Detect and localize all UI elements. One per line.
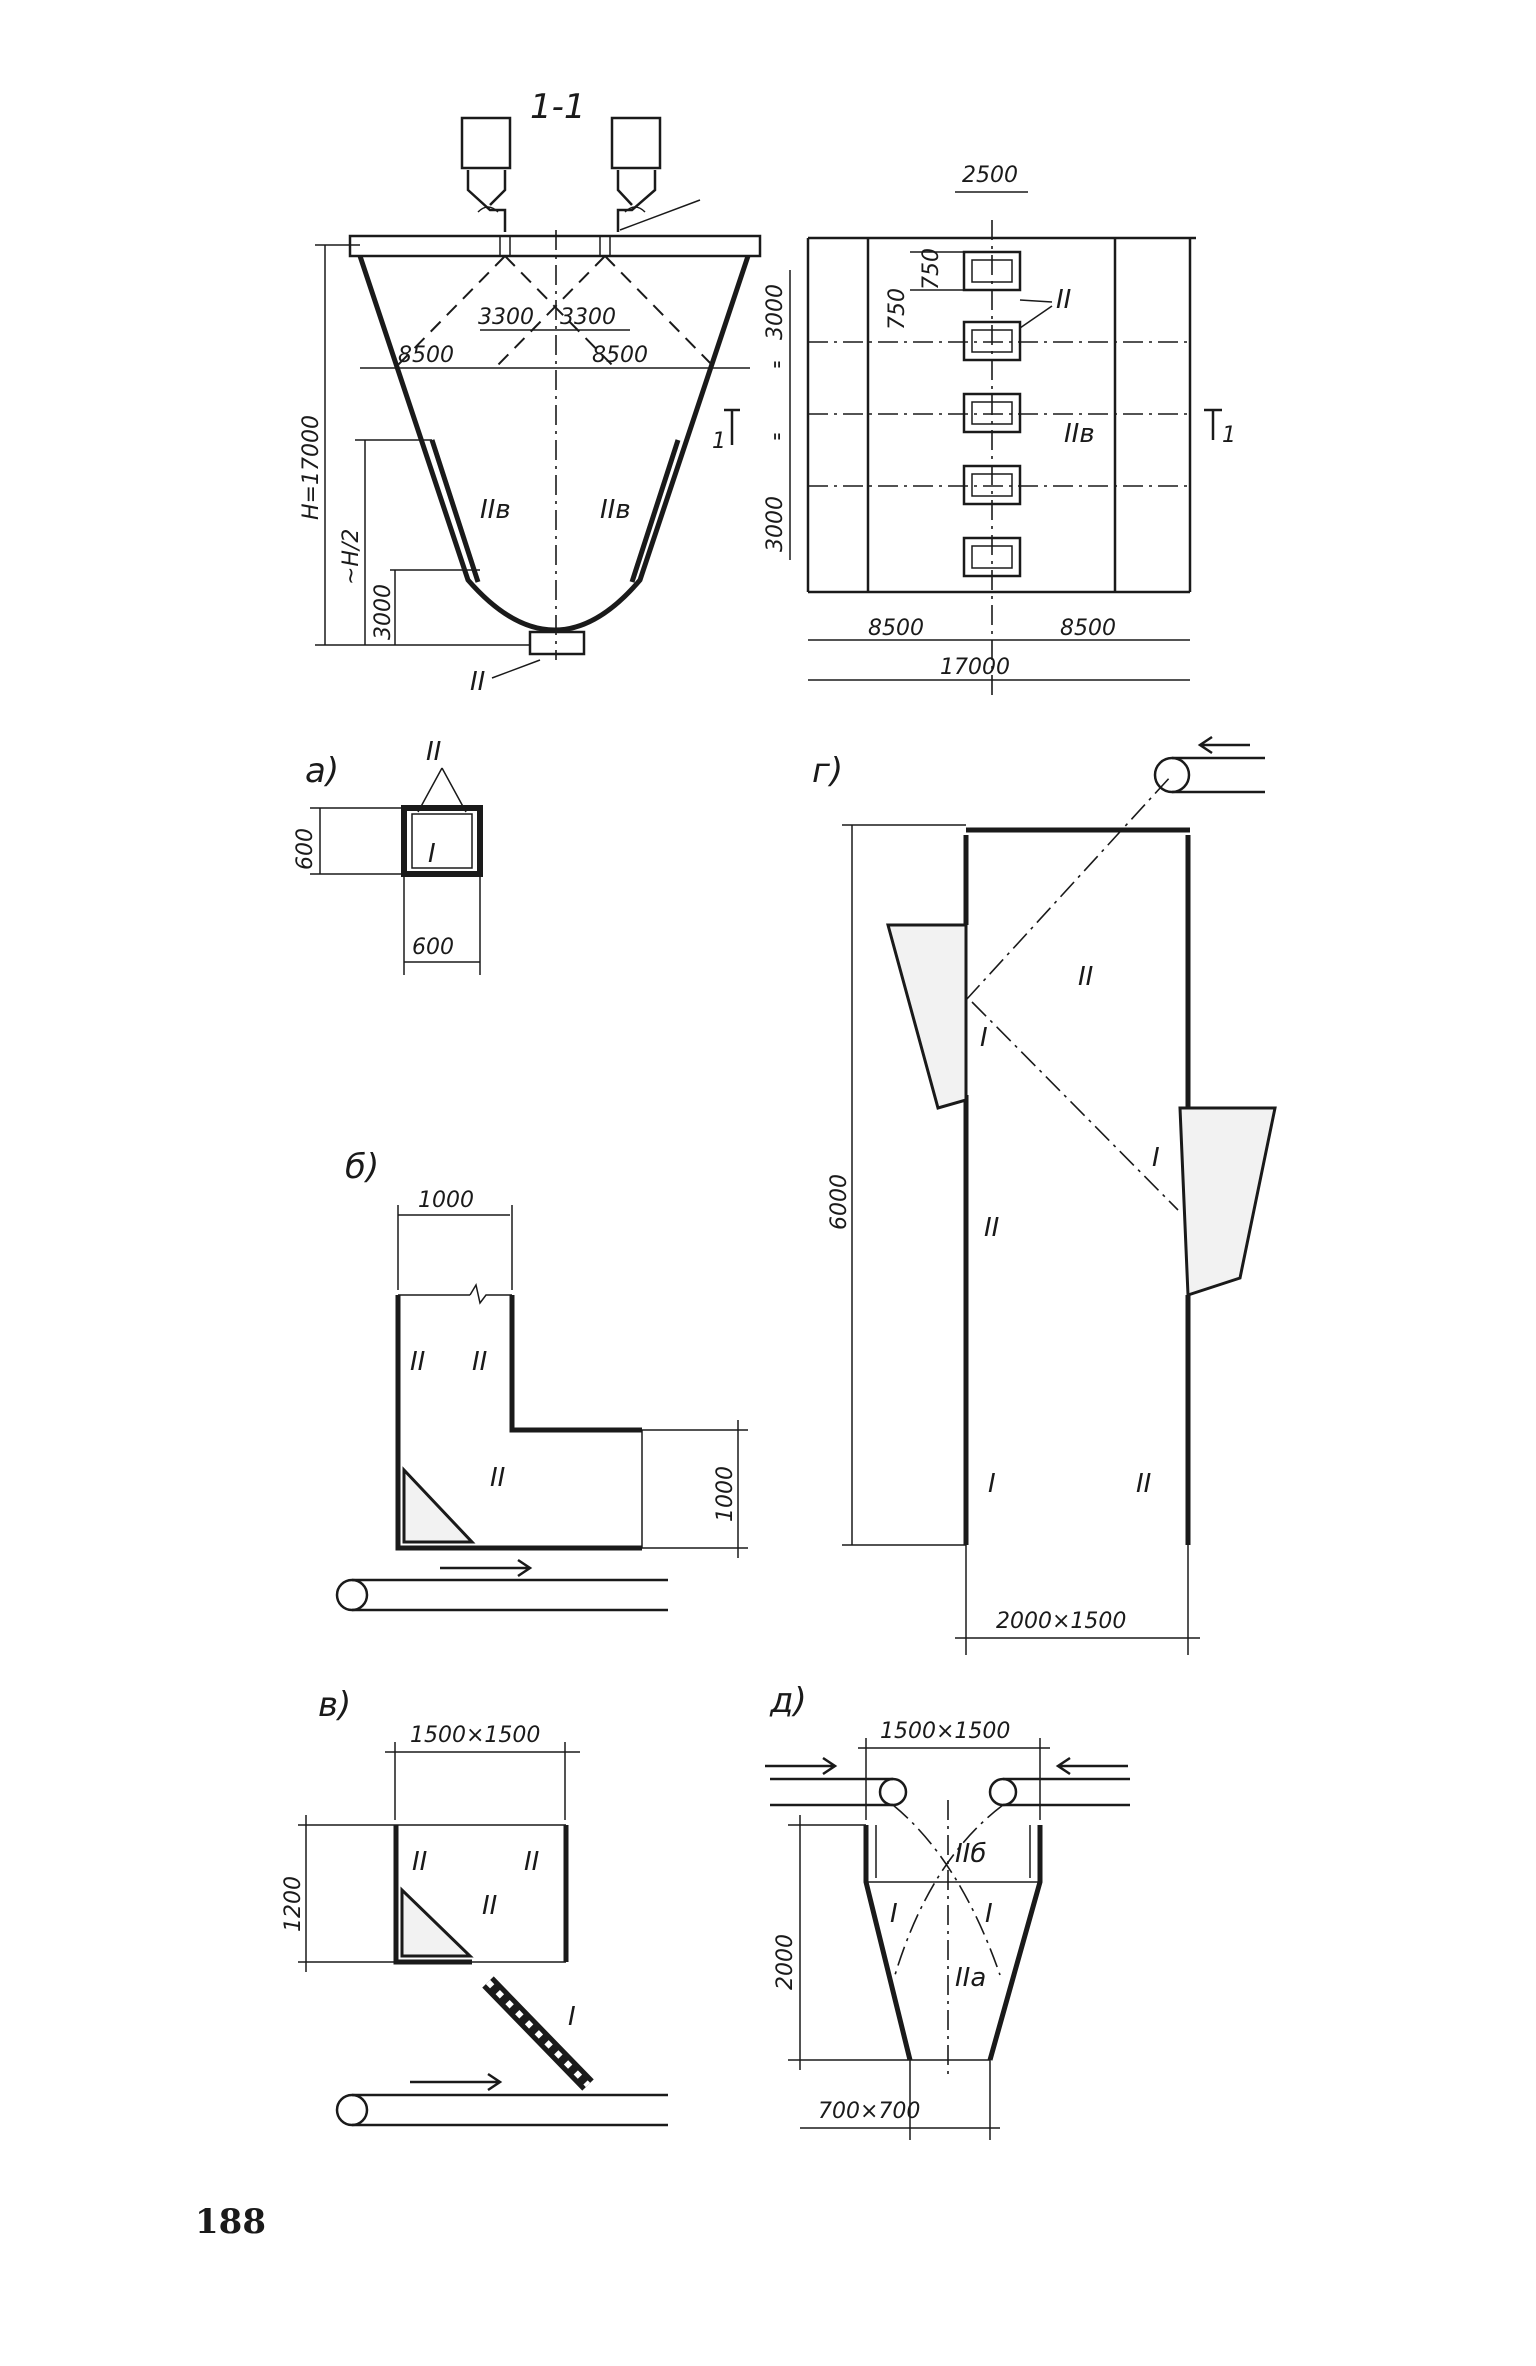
figure-v-chute xyxy=(482,1976,594,2091)
dim-3300-left: 3300 xyxy=(478,305,534,330)
figure-g-zone-top: II xyxy=(1078,962,1093,992)
figure-v: в) 1500×1500 II II II 1200 I xyxy=(281,1685,668,2127)
figure-a-letter: а) xyxy=(305,751,339,791)
dim-half-height: ~H/2 xyxy=(339,529,364,585)
figure-b-deposit xyxy=(402,1466,476,1544)
figure-d-zone-a: IIа xyxy=(955,1963,986,1993)
figure-d: д) 1500×1500 IIб IIа I I 2000 700×70 xyxy=(765,1681,1130,2140)
dim-750-lower: 750 xyxy=(885,288,910,330)
figure-g-zone-mid: II xyxy=(984,1213,999,1243)
dim-8500-plan-left: 8500 xyxy=(868,616,924,641)
dim-2500: 2500 xyxy=(962,163,1018,188)
figure-v-zone-1: II xyxy=(412,1847,427,1877)
figure-v-letter: в) xyxy=(318,1685,351,1725)
figure-v-dim-height: 1200 xyxy=(281,1876,306,1932)
figure-a-zone-outer: II xyxy=(426,737,441,767)
figure-b: б) 1000 II II II 1000 xyxy=(335,1147,748,1612)
label-openings: II xyxy=(1056,285,1071,315)
figure-b-zone-2: II xyxy=(472,1347,487,1377)
label-wall-right: IIв xyxy=(600,495,631,525)
hopper-body xyxy=(357,255,751,633)
figure-b-letter: б) xyxy=(345,1147,379,1187)
dim-750-upper: 750 xyxy=(919,248,944,290)
figure-d-zone-b: IIб xyxy=(955,1839,986,1869)
dim-3000-plan-upper: 3000 xyxy=(763,284,788,340)
page-number: 188 xyxy=(195,2202,266,2242)
dim-height: H=17000 xyxy=(299,415,324,520)
dim-8500-right: 8500 xyxy=(592,343,648,368)
label-wall-left: IIв xyxy=(480,495,511,525)
dim-3000-plan-lower: 3000 xyxy=(763,496,788,552)
top-beam xyxy=(348,234,762,258)
figure-b-zone-3: II xyxy=(490,1463,505,1493)
dim-8500-left: 8500 xyxy=(398,343,454,368)
ditto-mark-a: " xyxy=(772,359,782,384)
figure-v-zone-2: II xyxy=(524,1847,539,1877)
figure-a-dim-height: 600 xyxy=(293,828,318,870)
feeder-left xyxy=(460,116,512,232)
figure-v-deposit xyxy=(400,1886,474,1958)
section-title: 1-1 xyxy=(530,87,586,127)
feeder-right xyxy=(610,116,662,232)
figure-a: а) I II 600 600 xyxy=(293,737,483,975)
section-marker-right: 1 xyxy=(1222,423,1236,448)
figure-d-letter: д) xyxy=(769,1681,807,1721)
figure-g-zone-bottom-right: II xyxy=(1136,1469,1151,1499)
liner-right xyxy=(629,439,681,583)
dim-17000: 17000 xyxy=(940,655,1010,680)
figure-g-zone-bottom-left: I xyxy=(988,1469,996,1499)
figure-b-zone-1: II xyxy=(410,1347,425,1377)
dim-3000: 3000 xyxy=(371,584,396,640)
figure-a-zone-inner: I xyxy=(428,839,436,869)
dim-3300-right: 3300 xyxy=(560,305,616,330)
figure-d-zone-left: I xyxy=(890,1899,898,1929)
section-marker-left: 1 xyxy=(712,429,726,454)
figure-v-zone-3: II xyxy=(482,1891,497,1921)
figure-g-zone-i2: I xyxy=(1152,1143,1160,1173)
label-outlet: II xyxy=(470,667,485,697)
figure-b-dim-width: 1000 xyxy=(418,1188,474,1213)
figure-b-dim-height: 1000 xyxy=(713,1466,738,1522)
hopper-outlet xyxy=(528,630,586,656)
figure-v-chute-label: I xyxy=(568,2002,576,2032)
figure-g: г) II I I II I II 6000 2000×1500 xyxy=(812,735,1277,1655)
plan-view: 2500 750 750 3000 " " 3000 II IIв 1 8500… xyxy=(763,163,1236,700)
figure-d-dim-top: 1500×1500 xyxy=(880,1719,1010,1744)
figure-g-upper-deposit xyxy=(886,923,968,1110)
figure-d-dim-height: 2000 xyxy=(773,1934,798,1990)
label-wall-plan: IIв xyxy=(1064,419,1095,449)
section-1-1-view: 1-1 xyxy=(299,87,762,697)
figure-g-dim-section: 2000×1500 xyxy=(996,1609,1126,1634)
figure-a-dim-width: 600 xyxy=(412,935,454,960)
figure-v-dim-section: 1500×1500 xyxy=(410,1723,540,1748)
liner-left xyxy=(429,439,481,583)
ditto-mark-b: " xyxy=(772,431,782,456)
figure-d-zone-right: I xyxy=(985,1899,993,1929)
figure-g-letter: г) xyxy=(812,751,843,791)
dim-8500-plan-right: 8500 xyxy=(1060,616,1116,641)
figure-g-dim-height: 6000 xyxy=(827,1174,852,1230)
figure-g-zone-i1: I xyxy=(980,1023,988,1053)
figure-d-dim-bottom: 700×700 xyxy=(818,2099,920,2124)
figure-g-lower-deposit xyxy=(1178,1106,1277,1298)
